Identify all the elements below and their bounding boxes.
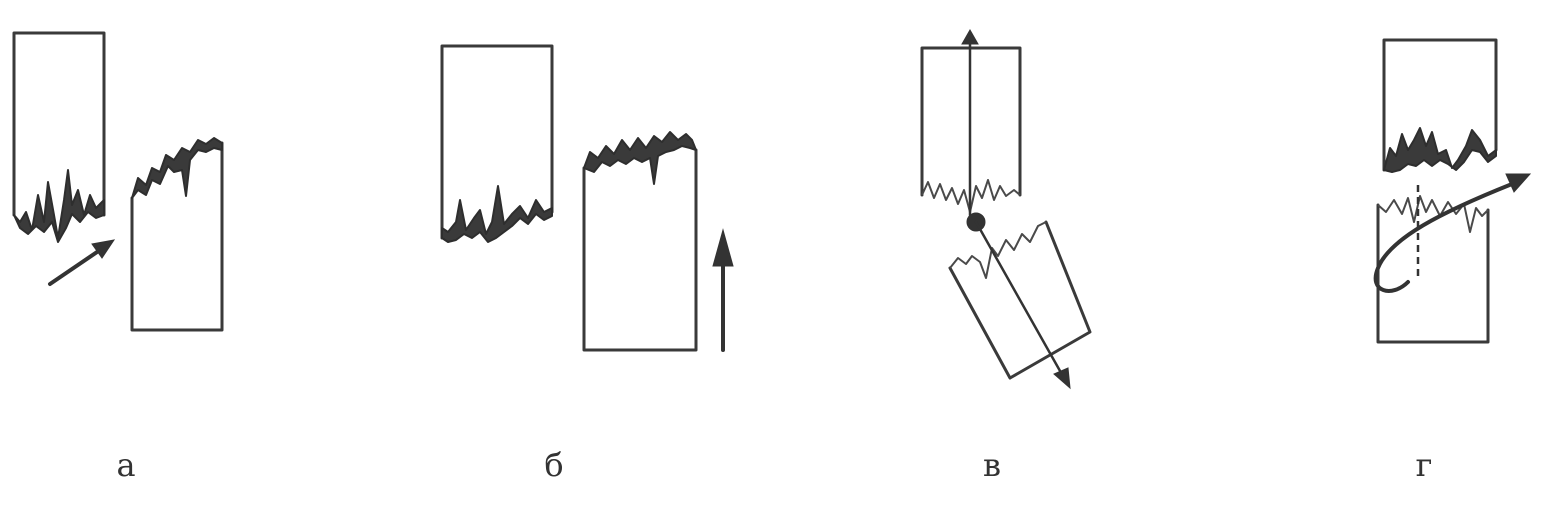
panel-v [920, 28, 1092, 390]
panel-a-lower-fracture-surface [131, 137, 223, 199]
panel-v-lower-fracture-surface [949, 221, 1047, 279]
panel-v-vertical-axis-head [961, 28, 979, 45]
panel-v-label: в [982, 446, 1001, 484]
panel-v-inclined-axis [974, 220, 1066, 380]
panel-g-lower-fracture-surface [1377, 195, 1489, 233]
panel-g [1373, 38, 1532, 344]
panel-a-upper-fracture-surface [13, 169, 105, 243]
panel-a-lower-block [130, 141, 224, 332]
panel-a-upper-block [12, 31, 106, 217]
panel-g-upper-block [1382, 38, 1498, 172]
panel-g-twist-arrow [1373, 182, 1514, 293]
panel-g-twist-arrow-head [1505, 173, 1532, 193]
panel-b-lower-fracture-surface [583, 131, 697, 185]
panel-a-shear-arrow [48, 248, 102, 286]
panel-g-label: г [1415, 446, 1433, 484]
panel-g-upper-fracture-surface [1383, 127, 1497, 173]
panel-b-upper-fracture-surface [441, 185, 553, 243]
panel-v-inclined-axis-head [1053, 367, 1071, 390]
panel-a-label: а [116, 446, 136, 484]
panel-b-lower-block [582, 148, 698, 352]
panel-b-tension-arrow-head [712, 228, 734, 267]
panel-b-upper-block [440, 44, 554, 240]
panel-a-shear-arrow-head [91, 239, 116, 259]
panel-a [12, 31, 224, 332]
panel-b [440, 44, 734, 352]
panel-b-label: б [544, 446, 564, 484]
